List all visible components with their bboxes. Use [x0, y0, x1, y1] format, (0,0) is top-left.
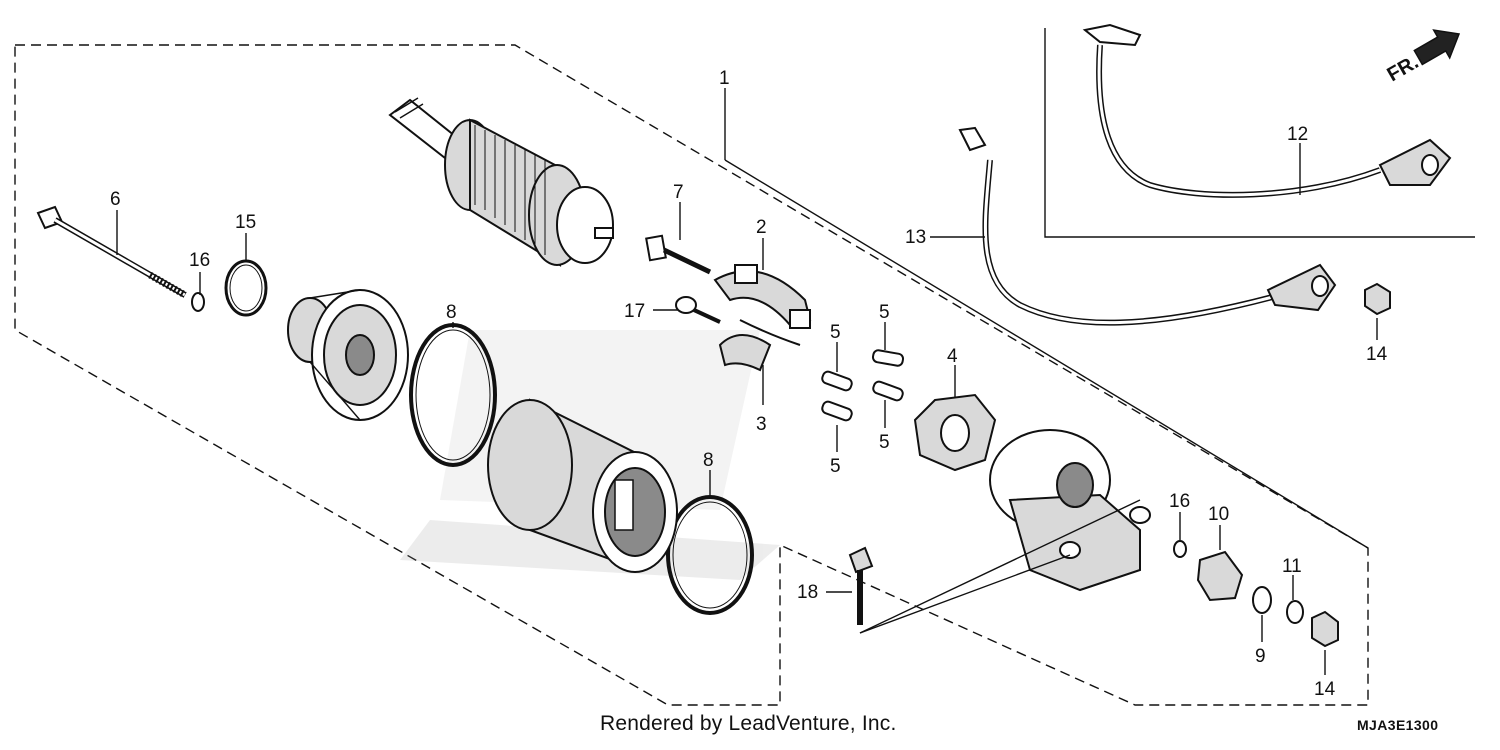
callout-14a: 14 [1366, 344, 1388, 365]
callout-8a: 8 [446, 302, 457, 323]
assembly-outline [14, 44, 1369, 706]
part-16-washer [191, 292, 205, 312]
callout-13: 13 [905, 227, 926, 248]
direction-arrow-icon: FR. [1384, 29, 1461, 86]
part-10-terminal [1196, 550, 1244, 602]
part-16-washer-right [1173, 540, 1187, 558]
callout-4: 4 [947, 346, 958, 367]
callout-9: 9 [1255, 646, 1266, 667]
part-2-brush-holder [713, 264, 812, 329]
part-14-nut-lower [1311, 610, 1339, 648]
callout-8b: 8 [703, 450, 714, 471]
callout-11: 11 [1282, 556, 1302, 577]
callout-14b: 14 [1314, 679, 1336, 700]
callout-16a: 16 [189, 250, 210, 271]
part-9-washer [1252, 586, 1272, 614]
part-1-armature [388, 97, 614, 267]
callout-5b: 5 [879, 302, 890, 323]
direction-label: FR. [1384, 51, 1423, 86]
callout-15: 15 [235, 212, 256, 233]
callout-1: 1 [719, 68, 730, 89]
callout-5c: 5 [830, 456, 841, 477]
part-18-bolt [848, 546, 874, 625]
inset-frame [1044, 28, 1475, 238]
callout-3: 3 [756, 414, 767, 435]
front-cover [989, 429, 1151, 592]
callout-10: 10 [1208, 504, 1229, 525]
part-13-cable [958, 126, 1337, 326]
callout-6: 6 [110, 189, 121, 210]
part-4-insulator [913, 393, 997, 472]
part-6-bolt [36, 205, 187, 299]
part-14-nut-upper [1364, 282, 1391, 316]
diagram-code: MJA3E1300 [1357, 717, 1439, 733]
render-credit: Rendered by LeadVenture, Inc. [600, 712, 897, 735]
callout-7: 7 [673, 182, 684, 203]
part-11-washer [1286, 600, 1304, 624]
callout-17: 17 [624, 301, 645, 322]
part-12-cable [1082, 23, 1452, 198]
callout-18: 18 [797, 582, 818, 603]
part-7-bolt [645, 234, 712, 275]
callout-12: 12 [1287, 124, 1308, 145]
part-5-springs [821, 349, 905, 422]
callout-5a: 5 [830, 322, 841, 343]
part-15-o-ring [224, 259, 268, 317]
callout-2: 2 [756, 217, 767, 238]
leader-lines [116, 88, 1378, 675]
part-3-brush [718, 319, 801, 372]
callout-5d: 5 [879, 432, 890, 453]
yoke-housing [487, 398, 678, 573]
part-17-screw [675, 296, 721, 324]
callout-16b: 16 [1169, 491, 1190, 512]
rear-cover [287, 289, 409, 421]
